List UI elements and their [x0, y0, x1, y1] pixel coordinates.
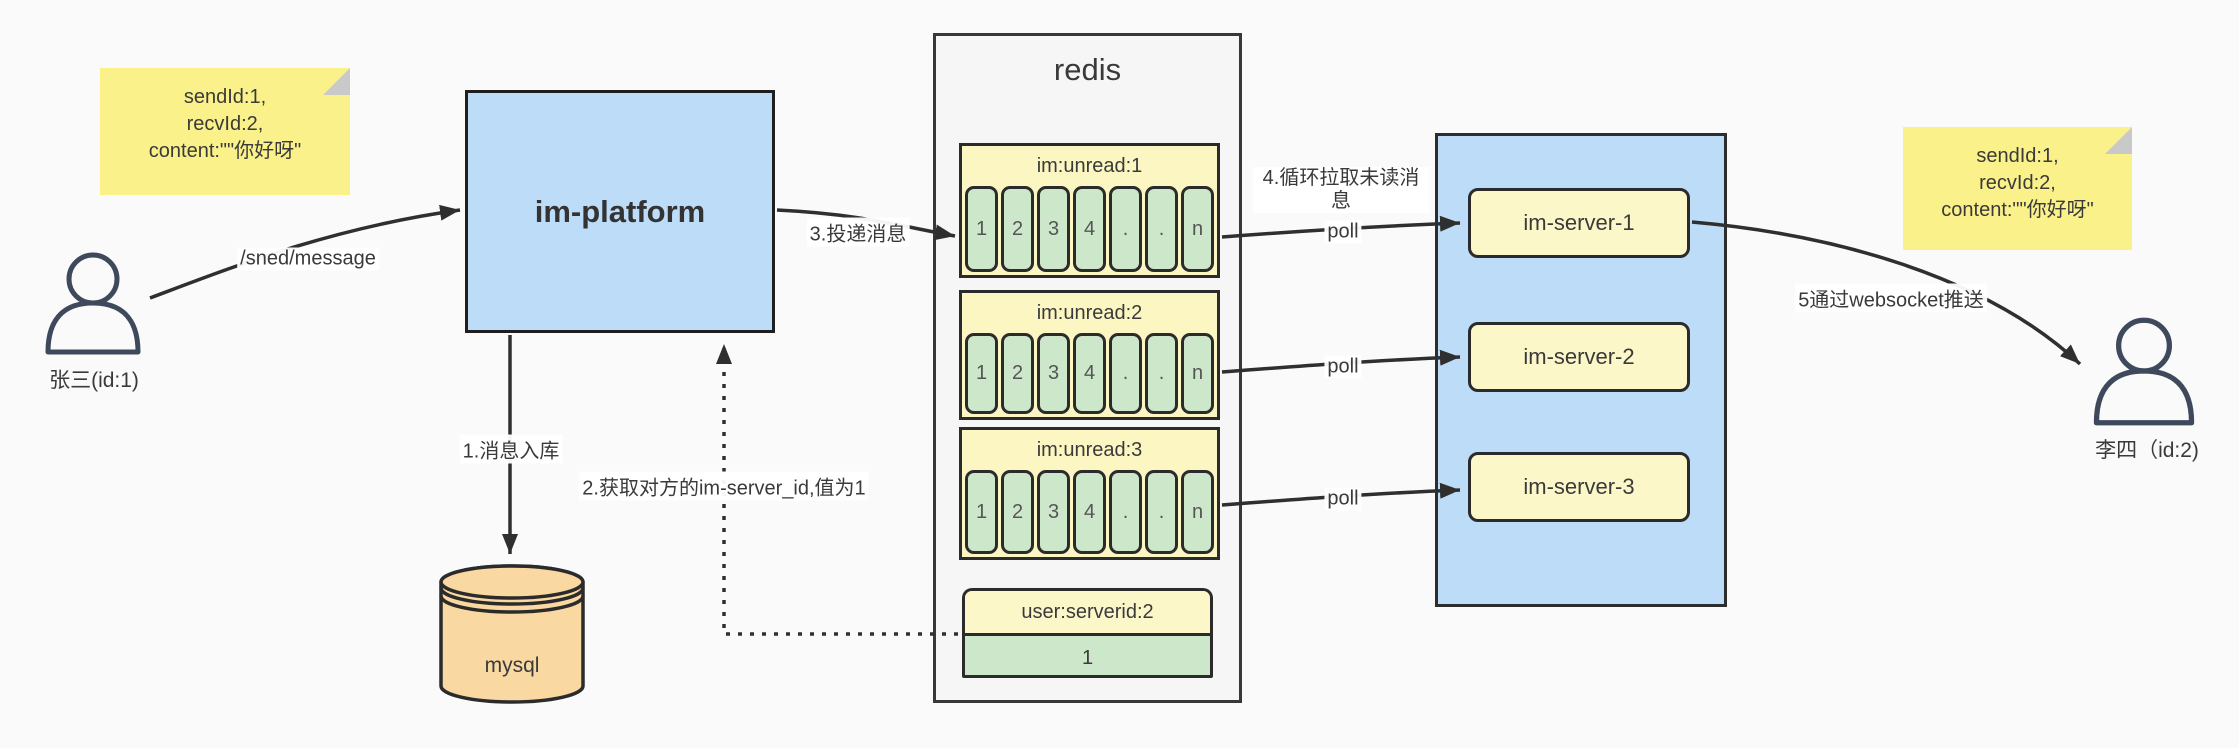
- redis-title: redis: [1053, 52, 1122, 87]
- label-poll-3: poll: [1324, 487, 1362, 511]
- queue-cell: .: [1145, 470, 1178, 554]
- queue-cell: 3: [1037, 470, 1070, 554]
- queue-cell: 4: [1073, 470, 1106, 554]
- queue-cell: 3: [1037, 186, 1070, 272]
- im-platform-label: im-platform: [534, 193, 706, 229]
- note-line: content:""你好呀": [148, 140, 302, 162]
- im-server-2-label: im-server-2: [1523, 344, 1635, 369]
- label-send-api: /sned/message: [237, 247, 379, 271]
- kv-value: 1: [1081, 647, 1094, 669]
- queue-cells: 1 2 3 4 . . n: [962, 470, 1217, 557]
- person-body: [2093, 368, 2195, 426]
- message-note-right: sendId:1, recvId:2, content:""你好呀": [1903, 127, 2132, 250]
- im-server-1-node: im-server-1: [1468, 188, 1690, 258]
- label-step3: 3.投递消息: [806, 217, 910, 247]
- queue-cell: 1: [965, 186, 998, 272]
- queue-cell: 4: [1073, 333, 1106, 414]
- queue-cell: 2: [1001, 470, 1034, 554]
- mysql-database-icon: mysql: [437, 560, 587, 710]
- label-poll-2: poll: [1324, 355, 1362, 379]
- queue-im-unread-1: im:unread:1 1 2 3 4 . . n: [959, 143, 1220, 278]
- cylinder-top: [439, 564, 585, 600]
- queue-cell: n: [1181, 333, 1214, 414]
- queue-header: im:unread:2: [1036, 301, 1143, 324]
- note-fold-icon: [2105, 127, 2132, 154]
- queue-cell: .: [1109, 333, 1142, 414]
- im-server-1-label: im-server-1: [1523, 210, 1635, 235]
- sender-user-icon: [41, 251, 145, 357]
- person-body: [45, 300, 141, 355]
- note-line: content:""你好呀": [1941, 199, 2094, 221]
- mysql-label: mysql: [485, 654, 540, 677]
- person-head: [66, 252, 120, 306]
- im-server-3-node: im-server-3: [1468, 452, 1690, 522]
- queue-cell: n: [1181, 470, 1214, 554]
- queue-cell: 2: [1001, 186, 1034, 272]
- cylinder-ring: [439, 595, 585, 614]
- note-line: recvId:2,: [186, 113, 264, 135]
- sender-label: 张三(id:1): [49, 369, 139, 392]
- queue-cell: 4: [1073, 186, 1106, 272]
- queue-im-unread-2: im:unread:2 1 2 3 4 . . n: [959, 290, 1220, 420]
- cylinder-ring: [439, 587, 585, 606]
- queue-cell: n: [1181, 186, 1214, 272]
- label-poll-1: poll: [1324, 220, 1362, 244]
- queue-cell: 1: [965, 333, 998, 414]
- message-note-left: sendId:1, recvId:2, content:""你好呀": [100, 68, 350, 195]
- queue-cell: 1: [965, 470, 998, 554]
- note-fold-icon: [323, 68, 350, 95]
- queue-cell: .: [1109, 470, 1142, 554]
- queue-cell: .: [1109, 186, 1142, 272]
- im-platform-node: im-platform: [465, 90, 775, 333]
- label-step4: 4.循环拉取未读消息: [1253, 167, 1429, 213]
- label-step5: 5通过websocket推送: [1795, 283, 1987, 313]
- im-server-3-label: im-server-3: [1523, 474, 1635, 499]
- note-line: sendId:1,: [1976, 145, 2059, 167]
- queue-cells: 1 2 3 4 . . n: [962, 333, 1217, 417]
- queue-cell: 3: [1037, 333, 1070, 414]
- queue-header: im:unread:1: [1036, 154, 1143, 177]
- queue-cell: .: [1145, 333, 1178, 414]
- queue-cell: 2: [1001, 333, 1034, 414]
- note-line: recvId:2,: [1979, 172, 2056, 194]
- queue-cells: 1 2 3 4 . . n: [962, 186, 1217, 275]
- receiver-label: 李四（id:2): [2095, 439, 2199, 462]
- label-step1: 1.消息入库: [459, 434, 563, 464]
- receiver-user-icon: [2088, 316, 2200, 428]
- queue-cell: .: [1145, 186, 1178, 272]
- queue-header: im:unread:3: [1036, 438, 1143, 461]
- label-step2: 2.获取对方的im-server_id,值为1: [579, 471, 869, 501]
- kv-user-serverid: user:serverid:2 1: [962, 588, 1213, 678]
- kv-header: user:serverid:2: [965, 591, 1210, 636]
- queue-im-unread-3: im:unread:3 1 2 3 4 . . n: [959, 427, 1220, 560]
- im-server-2-node: im-server-2: [1468, 322, 1690, 392]
- person-head: [2116, 317, 2172, 374]
- note-line: sendId:1,: [183, 86, 267, 108]
